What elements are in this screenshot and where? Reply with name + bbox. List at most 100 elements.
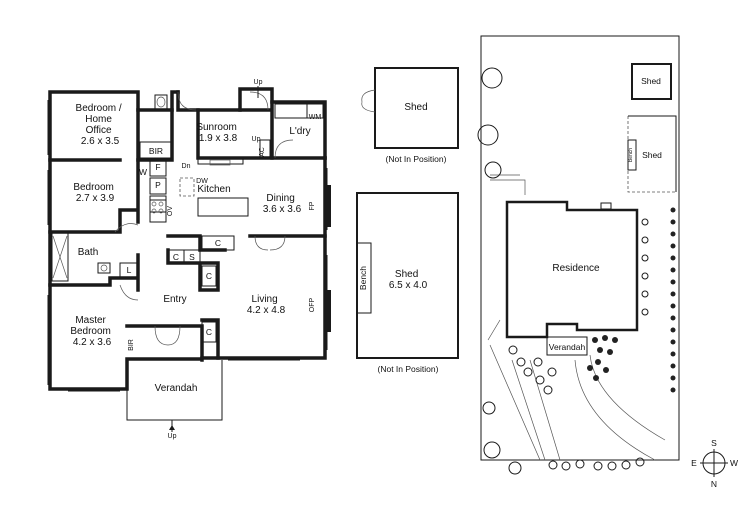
compass-w: W [730,458,738,468]
bir-box [139,141,173,159]
shed-1-doors [361,89,376,113]
door-swing [274,139,294,159]
tree-icon [477,67,522,475]
double-door [254,235,286,251]
kitchen-cupboard-f [149,177,167,195]
cupboard [201,321,217,343]
room-label-laundry: L'dry [289,126,310,137]
linen-cupboard [119,262,139,279]
sink-bench [197,157,244,165]
wall-laundry [238,100,274,160]
bathtub-cross [52,235,68,279]
cooktop-burner [151,201,157,207]
site-residence-label: Residence [552,263,600,274]
label-ov: OV [167,206,174,216]
label-p: P [155,180,161,190]
shed-2-bench [356,242,372,314]
open-fireplace [325,290,331,332]
laundry-bench [274,103,308,119]
floor-plan: Bedroom / Home Office 2.6 x 3.5 Sunroom … [47,79,331,440]
hedge-icon [641,207,676,393]
shed-1-label: Shed [404,102,427,113]
label-bir: BIR [128,339,135,351]
room-label-entry: Entry [163,294,186,305]
cooktop-burner [158,208,164,214]
kitchen-island [197,197,249,217]
toilet [154,94,168,110]
room-label-sunroom: Sunroom 1.9 x 3.8 [196,122,239,144]
site-residence-outline [505,200,639,339]
room-label-kitchen: Kitchen [197,184,230,195]
label-s: S [189,252,195,262]
site-shed-right-label: Shed [642,150,662,160]
door-swing [177,91,197,111]
toilet-bowl [156,96,166,108]
ac-unit [259,139,271,159]
label-ofp: OFP [309,297,316,312]
shed-2-bench-label: Bench [358,266,368,290]
site-plan: Shed Bench Shed Residence Verandah [477,35,738,489]
shed-1-note: (Not In Position) [386,154,447,164]
sink [209,159,231,166]
shrub-icon [508,335,645,471]
room-label-bedroom2: Bedroom 2.7 x 3.9 [73,182,116,204]
basin-bowl [100,264,108,272]
wall-bedroom-office [48,108,174,162]
sheds: Shed (Not In Position) Bench Shed 6.5 x … [356,67,459,374]
label-c: C [215,238,221,248]
site-path [490,174,526,195]
shed-2-label: Shed 6.5 x 4.0 [389,269,428,291]
wall-cupboard [200,318,220,360]
door-swing [114,223,139,233]
cooktop-burner [151,208,157,214]
wall-bath [48,253,140,292]
compass-e: E [691,458,697,468]
dishwasher [179,177,195,197]
oven [149,199,167,223]
room-label-living: Living 4.2 x 4.8 [247,294,286,316]
basin [97,262,111,274]
label-bir: BIR [149,146,163,156]
label-w: W [139,167,147,177]
room-label-dining: Dining 3.6 x 3.6 [263,193,302,215]
site-verandah [546,336,588,356]
site-shed-top-label: Shed [641,76,661,86]
label-ac: AC [259,147,266,157]
label-f: F [155,162,160,172]
cupboard [201,235,235,251]
site-chimney [600,202,612,210]
site-bench-label: Bench [628,148,634,162]
kitchen-cupboard-w [149,159,167,177]
label-up-verandah: Up [168,433,177,440]
label-wm: WM [309,114,322,121]
door-swing [119,284,139,301]
label-c: C [173,252,179,262]
label-dw: DW [196,178,208,185]
room-label-bedroom-office: Bedroom / Home Office 2.6 x 3.5 [76,103,125,147]
up-arrow-icon [169,425,175,430]
label-c: C [206,271,212,281]
compass-s: S [711,438,717,448]
label-l: L [127,265,132,275]
label-up-sunroom: Up [254,79,263,86]
shed-2-note: (Not In Position) [378,364,439,374]
door-swing [249,91,269,111]
wall-dining-living [166,234,327,252]
label-up-laundry: Up [252,136,261,143]
fireplace [325,185,331,227]
cooktop-burner [158,201,164,207]
site-verandah-label: Verandah [549,342,586,352]
label-fp: FP [309,201,316,210]
compass-n: N [711,479,717,489]
room-label-bath: Bath [78,247,99,258]
entry-door [154,325,181,346]
site-shed-right-outline [628,115,677,192]
label-dn: Dn [182,163,191,170]
bathtub [51,232,69,282]
wall-bedroom2 [48,158,140,234]
washing-machine [306,103,324,119]
site-path-left [487,319,541,461]
compass-icon [700,449,728,477]
north-walls [176,87,327,160]
